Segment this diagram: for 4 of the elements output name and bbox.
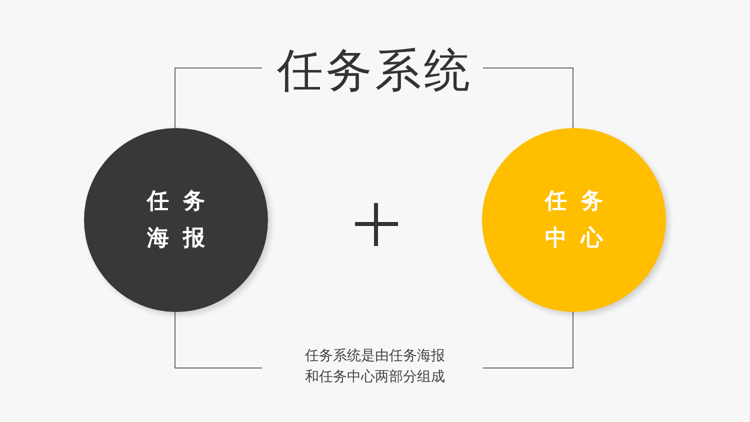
- node-label: 任务中心: [545, 188, 617, 253]
- node-label: 任务海报: [147, 188, 219, 253]
- title: 任务系统: [277, 44, 473, 96]
- caption: 任务系统是由任务海报和任务中心两部分组成: [304, 347, 446, 387]
